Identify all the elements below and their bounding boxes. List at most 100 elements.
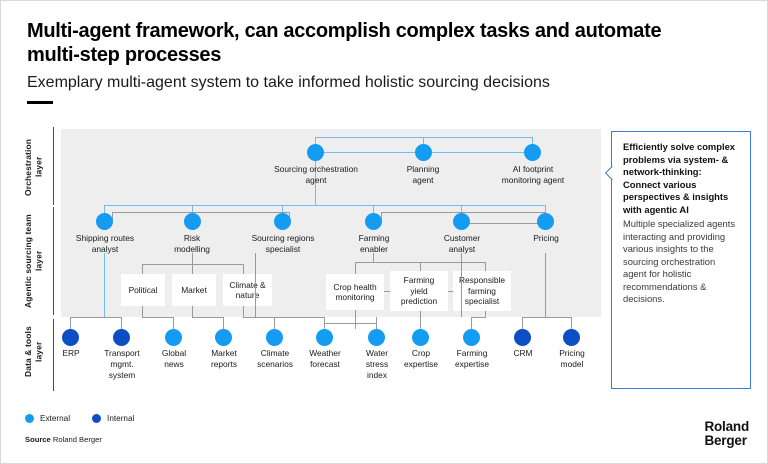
- connector-peer-right-a: [381, 212, 382, 220]
- connector-rightbox-link-1: [384, 291, 390, 292]
- tool-dot-weather-forecast[interactable]: [316, 329, 333, 346]
- source-value: Roland Berger: [52, 435, 102, 444]
- sub-box-political[interactable]: Political: [121, 274, 165, 306]
- tool-dot-crop-expertise[interactable]: [412, 329, 429, 346]
- connector-risk-to-climate: [243, 264, 244, 274]
- callout-heading: Efficiently solve complex problems via s…: [623, 141, 736, 215]
- tool-dot-global-news[interactable]: [165, 329, 182, 346]
- tool-stem-1: [70, 317, 71, 329]
- page-subtitle: Exemplary multi-agent system to take inf…: [27, 74, 550, 91]
- tool-bar-10: [522, 317, 546, 318]
- tool-dot-crm[interactable]: [514, 329, 531, 346]
- agent-dot-pricing[interactable]: [537, 213, 554, 230]
- connector-peer-right-c: [461, 223, 546, 224]
- agent-dot-customer-analyst[interactable]: [453, 213, 470, 230]
- agent-dot-farming-enabler[interactable]: [365, 213, 382, 230]
- agent-dot-sourcing-regions[interactable]: [274, 213, 291, 230]
- agent-node-1-label: Shipping routes analyst: [75, 233, 135, 254]
- tool-node-10-label: CRM: [513, 348, 533, 358]
- connector-climate-down: [243, 306, 244, 317]
- agent-dot-ai-footprint[interactable]: [524, 144, 541, 161]
- legend-label-internal: Internal: [107, 414, 135, 423]
- connector-team-bus: [104, 205, 545, 206]
- tool-node-8-label: Crop expertise: [404, 348, 438, 369]
- tool-dot-transport-mgmt-system[interactable]: [113, 329, 130, 346]
- source-note: Source Roland Berger: [25, 435, 102, 444]
- connector-market-down: [192, 306, 193, 317]
- tool-dot-pricing-model[interactable]: [563, 329, 580, 346]
- tool-stem-2: [121, 317, 122, 329]
- tool-dot-market-reports[interactable]: [215, 329, 232, 346]
- tool-stem-9: [471, 317, 472, 329]
- layer-divider-agentic: [53, 207, 54, 315]
- connector-political-down: [142, 306, 143, 317]
- connector-risk-stem: [192, 253, 193, 264]
- layer-divider-orchestration: [53, 127, 54, 205]
- connector-rightbox-link-2: [448, 291, 453, 292]
- tool-node-4-label: Market reports: [210, 348, 238, 369]
- connector-farming-to-responsible: [485, 262, 486, 274]
- layer-divider-data-tools: [53, 319, 54, 391]
- page-title: Multi-agent framework, can accomplish co…: [27, 20, 662, 67]
- connector-responsible-down: [485, 311, 486, 317]
- legend-dot-external-icon: [25, 414, 34, 423]
- tool-stem-7b: [355, 317, 356, 329]
- tool-stem-11: [571, 317, 572, 329]
- tool-node-1-label: ERP: [62, 348, 80, 358]
- connector-farming-stem: [373, 253, 374, 262]
- agent-dot-shipping-routes[interactable]: [96, 213, 113, 230]
- tool-stem-7: [376, 317, 377, 329]
- tool-node-11-label: Pricing model: [559, 348, 585, 369]
- connector-yield-down: [420, 311, 421, 317]
- agent-dot-sourcing-orchestration[interactable]: [307, 144, 324, 161]
- layer-label-data-tools: Data & tools layer: [23, 326, 44, 378]
- legend-item-internal: Internal: [92, 414, 134, 423]
- tool-dot-erp[interactable]: [62, 329, 79, 346]
- legend-item-external: External: [25, 414, 70, 423]
- sub-box-crop-health-monitoring[interactable]: Crop health monitoring: [326, 274, 384, 310]
- connector-peer-right: [381, 212, 546, 213]
- tool-dot-farming-expertise[interactable]: [463, 329, 480, 346]
- tool-bar-3: [192, 317, 224, 318]
- sub-box-farming-yield-prediction[interactable]: Farming yield prediction: [390, 271, 448, 311]
- connector-orch-stem: [315, 159, 316, 205]
- connector-orch-drop-1: [315, 137, 316, 149]
- legend-label-external: External: [40, 414, 71, 423]
- sub-box-climate-nature[interactable]: Climate & nature: [223, 274, 272, 306]
- tool-stem-8: [420, 317, 421, 329]
- tool-node-6-label: Weather forecast: [309, 348, 341, 369]
- tool-dot-water-stress-index[interactable]: [368, 329, 385, 346]
- connector-orch-drop-3: [532, 137, 533, 149]
- connector-risk-to-political: [142, 264, 143, 274]
- connector-orch-drop-2: [423, 137, 424, 149]
- brand-logo: Roland Berger: [704, 419, 749, 449]
- title-rule: [27, 101, 53, 104]
- connector-pricing-down: [545, 253, 546, 317]
- legend-dot-internal-icon: [92, 414, 102, 423]
- agent-node-2-label: Risk modelling: [174, 233, 210, 254]
- tool-bar-1: [70, 317, 122, 318]
- connector-risk-to-market: [192, 264, 193, 274]
- connector-peer-left-a: [112, 212, 113, 220]
- connector-farming-to-yield: [420, 262, 421, 274]
- connector-sourcing-regions-down: [255, 253, 256, 317]
- tool-dot-climate-scenarios[interactable]: [266, 329, 283, 346]
- tool-bar-5: [255, 317, 325, 318]
- agent-dot-risk-modelling[interactable]: [184, 213, 201, 230]
- sub-box-market[interactable]: Market: [172, 274, 216, 306]
- connector-orchestration-top: [315, 137, 533, 138]
- connector-farming-to-crop: [355, 262, 356, 274]
- agent-dot-planning[interactable]: [415, 144, 432, 161]
- connector-shipping-down: [104, 253, 105, 317]
- tool-stem-3: [173, 317, 174, 329]
- agent-node-5-label: Customer analyst: [443, 233, 481, 254]
- sub-box-responsible-farming-specialist[interactable]: Responsible farming specialist: [453, 271, 511, 311]
- connector-crophealth-down: [355, 310, 356, 317]
- tool-stem-4: [223, 317, 224, 329]
- tool-stem-5: [274, 317, 275, 329]
- agent-node-3-label: Sourcing regions specialist: [251, 233, 315, 254]
- layer-label-agentic-sourcing-team: Agentic sourcing team layer: [23, 214, 44, 308]
- callout-body: Multiple specialized agents interacting …: [623, 218, 736, 304]
- layer-label-orchestration: Orchestration layer: [23, 138, 44, 196]
